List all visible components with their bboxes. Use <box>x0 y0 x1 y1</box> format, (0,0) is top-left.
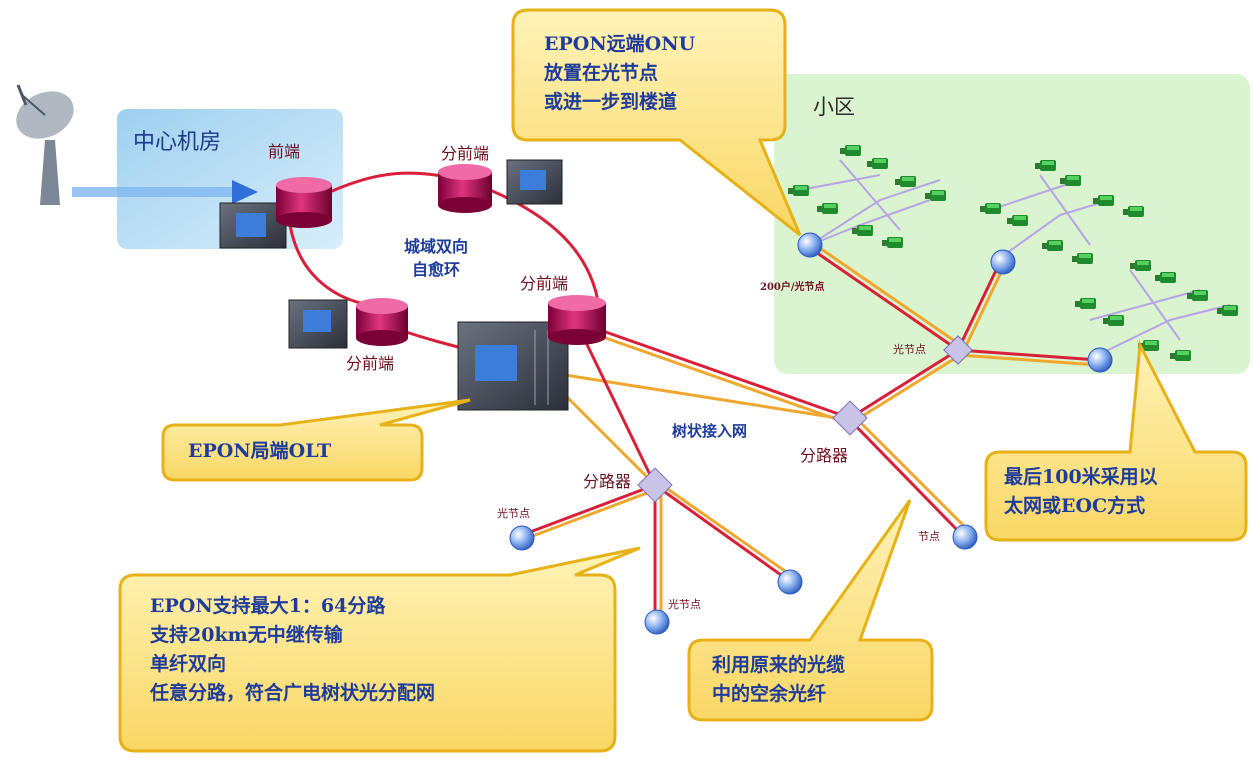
tree-network-label: 树状接入网 <box>672 422 748 440</box>
signal-arrow-icon <box>72 180 258 204</box>
optical-node-bottom-label: 光节点 <box>668 598 701 611</box>
optical-node-left-label: 光节点 <box>497 507 530 520</box>
subheadend-mid-cylinder-icon <box>548 295 606 345</box>
subheadend-top-cylinder-icon <box>438 164 492 213</box>
splitter-right-icon <box>832 400 868 436</box>
optical-node-center-label: 光节点 <box>893 343 926 356</box>
optical-node-right-icon <box>1087 347 1113 373</box>
splitter-right-label: 分路器 <box>800 446 849 465</box>
optical-node-bottomright-icon <box>777 569 803 595</box>
callout-reuse-line1: 利用原来的光缆 <box>712 654 846 676</box>
callout-olt-shape <box>161 398 471 482</box>
subheadend-top-label: 分前端 <box>441 144 490 163</box>
subheadend-rack-left-icon <box>288 299 348 349</box>
subheadend-left-cylinder-icon <box>356 298 408 346</box>
optical-node-right-label: 节点 <box>918 530 940 543</box>
splitter-community-icon <box>943 335 973 365</box>
callout-reuse-line2: 中的空余光纤 <box>712 683 827 705</box>
headend-label: 前端 <box>268 142 301 161</box>
callout-onu-line2: 放置在光节点 <box>544 62 659 84</box>
callout-epon-line3: 单纤双向 <box>150 653 227 675</box>
subheadend-mid-label: 分前端 <box>520 274 569 293</box>
headend-rack-icon <box>219 202 287 249</box>
optical-node-rightbottom-icon <box>952 524 978 550</box>
community-drop-lines <box>799 159 1231 356</box>
headend-cylinder-icon <box>276 177 332 228</box>
callout-last100m-text: 最后100米采用以 太网或EOC方式 <box>1004 463 1158 521</box>
community-label: 小区 <box>813 95 855 119</box>
optical-node-bottom-icon <box>644 609 670 635</box>
fiber-tree <box>521 242 1099 620</box>
callout-epon-text: EPON支持最大1：64分路 支持20km无中继传输 单纤双向 任意分路，符合广… <box>150 592 435 708</box>
callout-reuse-shape <box>687 499 934 722</box>
callout-last100m-line2: 太网或EOC方式 <box>1004 495 1146 517</box>
subheadend-left-label: 分前端 <box>346 354 395 373</box>
callout-onu-shape <box>511 8 802 237</box>
callout-epon-shape <box>118 546 641 753</box>
subheadend-rack-top-icon <box>506 159 563 205</box>
callout-reuse-text: 利用原来的光缆 中的空余光纤 <box>712 651 845 709</box>
callout-epon-line2: 支持20km无中继传输 <box>150 624 343 646</box>
callout-olt-text: EPON局端OLT <box>188 437 331 466</box>
callout-last100m-shape <box>984 339 1248 542</box>
callout-epon-line4: 任意分路，符合广电树状光分配网 <box>150 682 436 704</box>
ring-label-line2: 自愈环 <box>412 260 461 279</box>
optical-nodes <box>509 232 1113 635</box>
callout-last100m-line1: 最后100米采用以 <box>1004 466 1158 488</box>
callout-onu-line3: 或进一步到楼道 <box>544 91 678 113</box>
callout-onu-line1: EPON远端ONU <box>544 33 696 55</box>
satellite-dish-icon <box>16 84 74 205</box>
ring-label-line1: 城域双向 <box>404 237 469 256</box>
callout-olt-line1: EPON局端OLT <box>188 440 332 462</box>
optical-node-200-label: 200户/光节点 <box>760 282 825 293</box>
callout-epon-line1: EPON支持最大1：64分路 <box>150 595 386 617</box>
optical-node-left-icon <box>509 525 535 551</box>
callout-onu-text: EPON远端ONU 放置在光节点 或进一步到楼道 <box>544 30 695 117</box>
central-room-label: 中心机房 <box>133 130 222 155</box>
optical-node-200-icon <box>797 232 823 258</box>
splitter-bottom-icon <box>637 467 673 503</box>
optical-node-topright-icon <box>990 249 1016 275</box>
splitter-bottom-label: 分路器 <box>583 472 632 491</box>
